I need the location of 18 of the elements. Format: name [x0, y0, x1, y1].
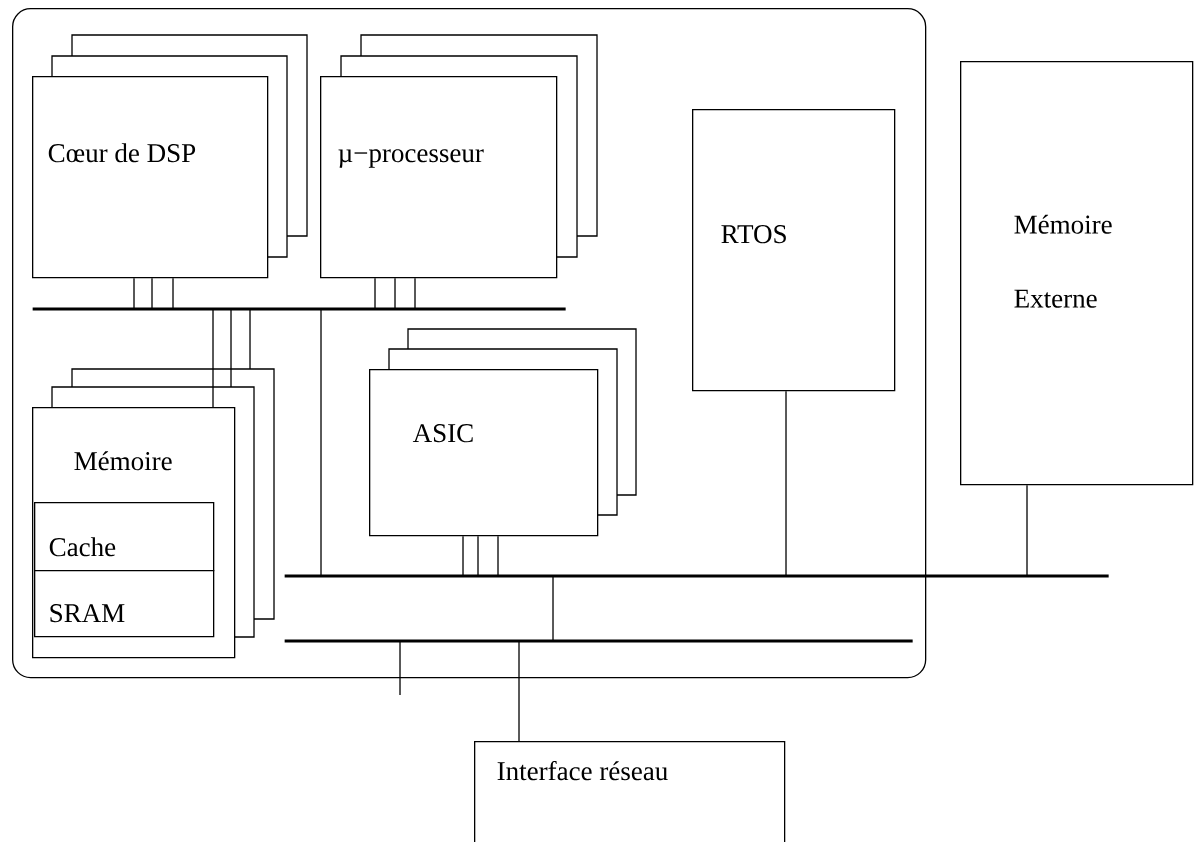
connector: [399, 640, 401, 696]
component-box: Mémoire Externe: [960, 61, 1194, 486]
connector: [518, 640, 520, 742]
connector: [1026, 484, 1028, 577]
memory-block: SRAM: [34, 570, 215, 638]
connector: [785, 390, 787, 577]
component-box: Interface réseau: [474, 741, 786, 842]
memory-block: Cache: [34, 502, 215, 572]
module-stack: ASIC: [369, 369, 599, 537]
connector: [552, 575, 554, 642]
connector: [462, 535, 499, 577]
connector: [212, 308, 251, 408]
connector: [320, 308, 322, 577]
module-stack: Cœur de DSP: [32, 76, 269, 279]
component-box: RTOS: [692, 109, 896, 392]
connector: [133, 277, 174, 310]
module-stack: µ−processeur: [320, 76, 558, 279]
connector: [374, 277, 416, 310]
